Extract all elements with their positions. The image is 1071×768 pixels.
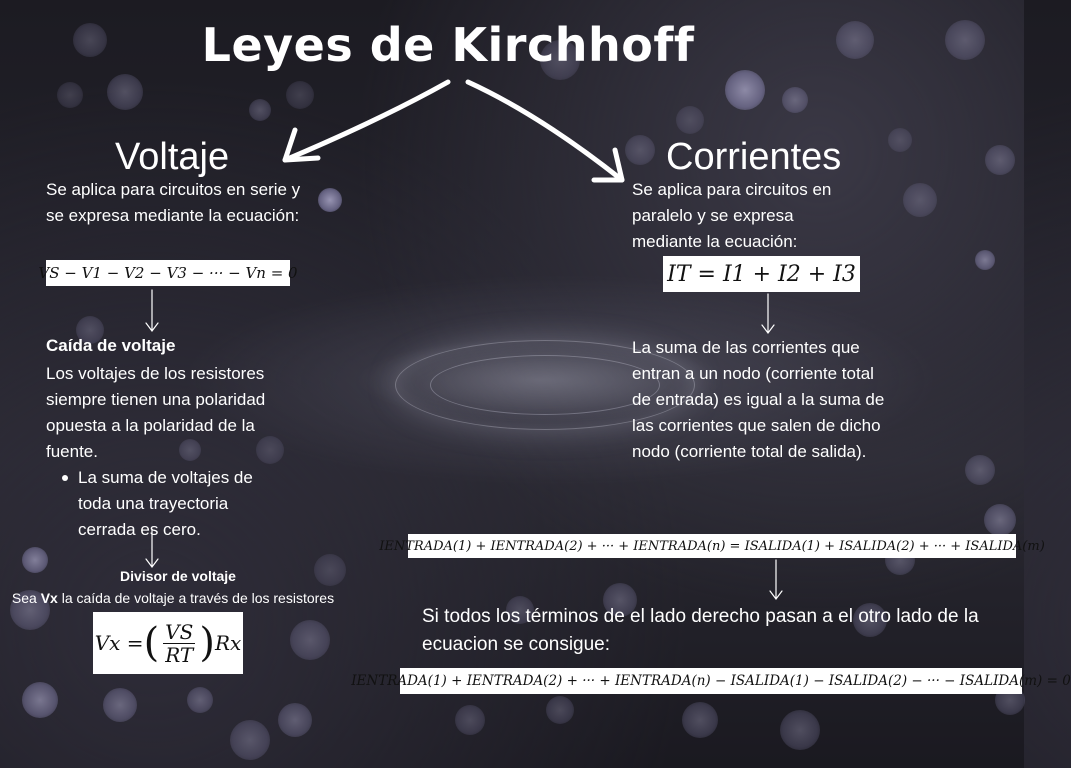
small-arrow-corrientes <box>761 293 775 334</box>
corrientes-equation: IT = I1 + I2 + I3 <box>663 256 860 292</box>
bokeh-circle <box>107 74 143 110</box>
voltaje-heading: Voltaje <box>115 136 230 178</box>
bokeh-circle <box>278 703 312 737</box>
divisor-text-post: la caída de voltaje a través de los resi… <box>57 590 335 606</box>
corrientes-description: Se aplica para circuitos en paralelo y s… <box>632 180 832 251</box>
bokeh-circle <box>249 99 271 121</box>
arrow-right <box>465 79 625 183</box>
bokeh-circle <box>57 82 83 108</box>
bokeh-circle <box>676 106 704 134</box>
corrientes-heading: Corrientes <box>666 136 842 178</box>
caida-voltaje-title: Caída de voltaje <box>46 336 176 355</box>
bokeh-circle <box>546 696 574 724</box>
small-arrow-voltaje <box>145 289 159 332</box>
final-equation: IENTRADA(1) + IENTRADA(2) + ··· + IENTRA… <box>351 668 1071 694</box>
background-ring <box>395 340 695 430</box>
list-item: La suma de voltajes de toda una trayecto… <box>60 465 280 543</box>
divisor-eq-paren-open: ( <box>143 620 160 666</box>
arrow-left <box>282 79 451 163</box>
background-ring-inner <box>430 355 660 415</box>
bokeh-circle <box>903 183 937 217</box>
corrientes-suma-text: La suma de las corrientes que entran a u… <box>632 338 885 461</box>
small-arrow-nodes <box>769 559 783 600</box>
caida-voltaje-text: Los voltajes de los resistores siempre t… <box>46 364 266 461</box>
bokeh-circle <box>682 702 718 738</box>
bokeh-circle <box>22 682 58 718</box>
bokeh-circle <box>725 70 765 110</box>
divisor-eq-denominator: RT <box>165 642 194 667</box>
divisor-text-bold: Vx <box>40 590 58 606</box>
arrow-left-head <box>282 127 321 163</box>
bokeh-circle <box>318 188 342 212</box>
divisor-eq-rhs: Rx <box>214 631 242 655</box>
divisor-voltaje-text: Sea Vx la caída de voltaje a través de l… <box>0 590 346 606</box>
voltaje-bullet-list: La suma de voltajes de toda una trayecto… <box>60 465 280 543</box>
bokeh-circle <box>187 687 213 713</box>
divisor-eq-numerator: VS <box>163 619 196 644</box>
bokeh-circle <box>286 81 314 109</box>
divisor-eq-fraction: VS RT <box>163 619 196 667</box>
bokeh-circle <box>782 87 808 113</box>
bokeh-circle <box>625 135 655 165</box>
nodes-equation: IENTRADA(1) + IENTRADA(2) + ··· + IENTRA… <box>379 534 1045 558</box>
divisor-voltaje-title: Divisor de voltaje <box>120 568 236 584</box>
bokeh-circle <box>290 620 330 660</box>
final-text: Si todos los términos de el lado derecho… <box>422 606 979 655</box>
divisor-eq-lhs: Vx = <box>94 631 144 655</box>
bokeh-circle <box>888 128 912 152</box>
voltaje-description: Se aplica para circuitos en serie y se e… <box>46 180 301 225</box>
voltaje-equation: VS − V1 − V2 − V3 − ··· − Vn = 0 <box>38 260 298 286</box>
divisor-eq-paren-close: ) <box>199 620 215 666</box>
arrow-right-head <box>591 147 625 183</box>
bokeh-circle <box>965 455 995 485</box>
bokeh-circle <box>230 720 270 760</box>
bokeh-circle <box>780 710 820 750</box>
page-title: Leyes de Kirchhoff <box>201 18 695 72</box>
bokeh-circle <box>945 20 985 60</box>
bokeh-circle <box>975 250 995 270</box>
bokeh-circle <box>985 145 1015 175</box>
divisor-text-pre: Sea <box>11 590 41 606</box>
divisor-equation: Vx = ( VS RT ) Rx <box>93 612 243 674</box>
bokeh-circle <box>455 705 485 735</box>
bokeh-circle <box>103 688 137 722</box>
bokeh-circle <box>984 504 1016 536</box>
